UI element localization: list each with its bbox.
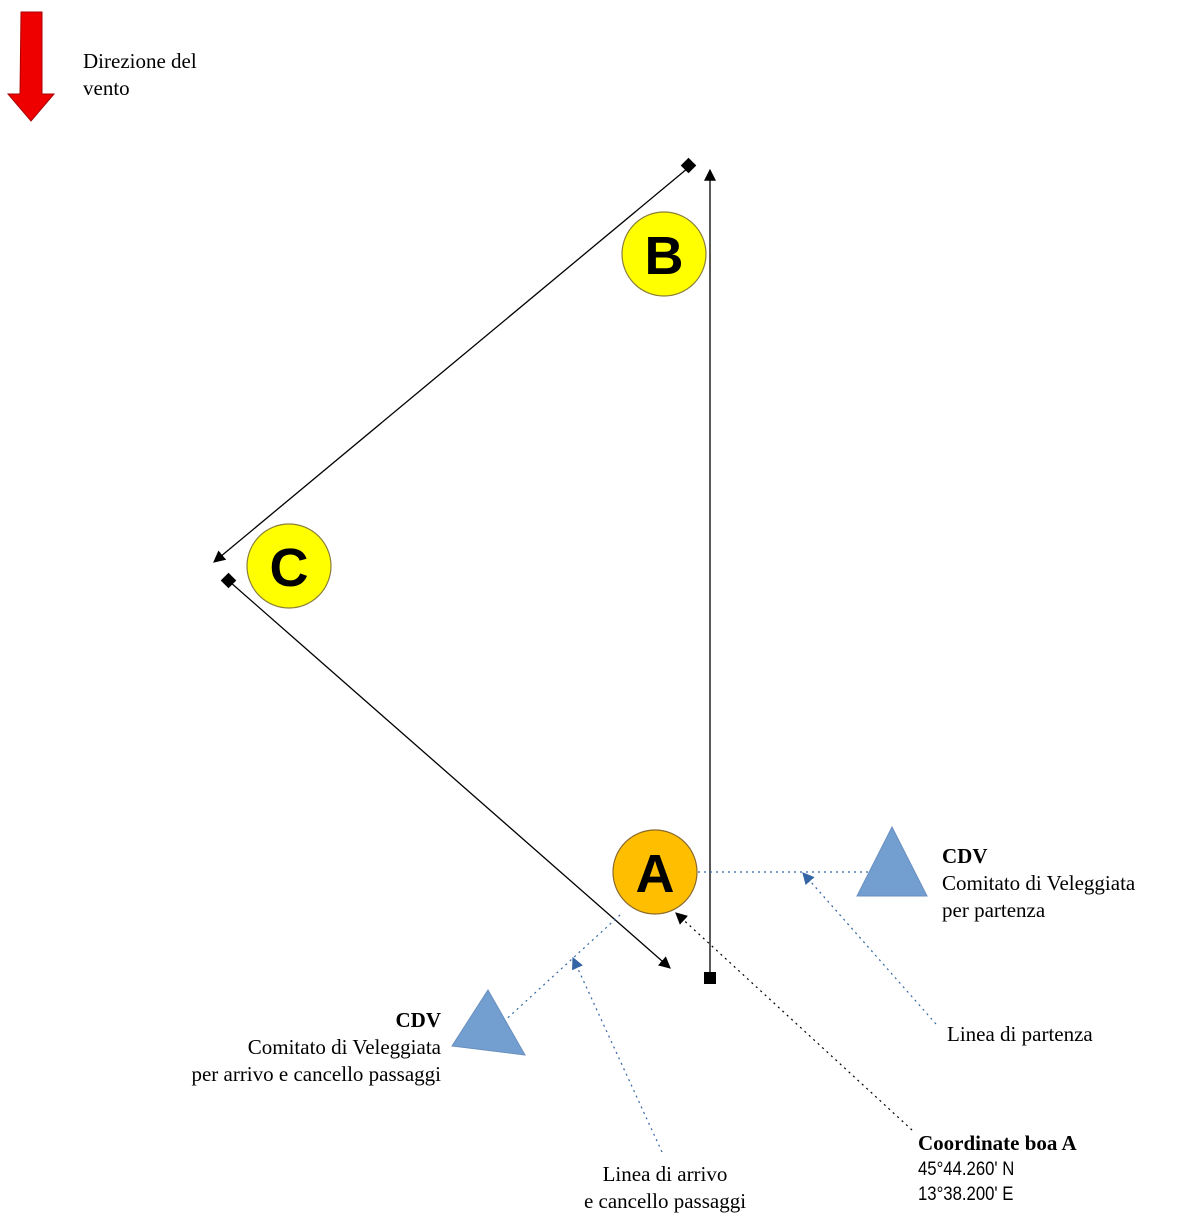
course-start-marker xyxy=(704,972,716,984)
finish-committee-line1: Comitato di Veleggiata xyxy=(247,1035,441,1059)
finish-line-label-line1: Linea di arrivo xyxy=(602,1162,728,1186)
buoy-b-label: B xyxy=(645,226,684,286)
start-committee-line2: per partenza xyxy=(942,898,1046,922)
wind-label-line2: vento xyxy=(83,76,130,100)
start-committee-label: CDV Comitato di Veleggiata per partenza xyxy=(942,843,1135,924)
buoy-a-label: A xyxy=(636,844,675,904)
buoy-a-latitude: 45°44.260' N xyxy=(918,1159,1015,1180)
finish-committee-line2: per arrivo e cancello passaggi xyxy=(191,1062,441,1086)
finish-line-label-line2: e cancello passaggi xyxy=(583,1189,747,1213)
finish-line-label: Linea di arrivo e cancello passaggi xyxy=(535,1161,795,1215)
buoy-a-coordinates-pointer xyxy=(675,912,913,1131)
finish-committee-label: CDV Comitato di Veleggiata per arrivo e … xyxy=(191,1007,441,1088)
leg-b-to-c xyxy=(213,167,689,563)
buoy-a-longitude: 13°38.200' E xyxy=(918,1184,1014,1205)
finish-line xyxy=(499,914,621,1026)
buoy-a-coordinates-title: Coordinate boa A xyxy=(918,1131,1077,1155)
finish-committee-title: CDV xyxy=(395,1008,442,1032)
start-committee-boat xyxy=(856,825,928,897)
finish-committee-boat xyxy=(451,989,526,1056)
wind-direction-label: Direzione del vento xyxy=(83,48,197,102)
buoy-c-label: C xyxy=(270,538,309,598)
buoy-b: B xyxy=(621,211,707,297)
start-committee-line1: Comitato di Veleggiata xyxy=(942,871,1136,895)
start-committee-title: CDV xyxy=(942,844,988,868)
buoy-a-coordinates: Coordinate boa A 45°44.260' N 13°38.200'… xyxy=(918,1130,1077,1207)
finish-line-pointer xyxy=(572,956,663,1153)
wind-direction-arrow xyxy=(6,11,56,122)
leg-b-marker xyxy=(680,157,697,174)
buoy-c: C xyxy=(246,523,332,609)
wind-label-line1: Direzione del xyxy=(83,49,197,73)
start-line-label: Linea di partenza xyxy=(947,1022,1093,1046)
leg-c-marker xyxy=(220,572,237,589)
leg-c-to-finish xyxy=(229,581,671,969)
buoy-a: A xyxy=(612,829,698,915)
